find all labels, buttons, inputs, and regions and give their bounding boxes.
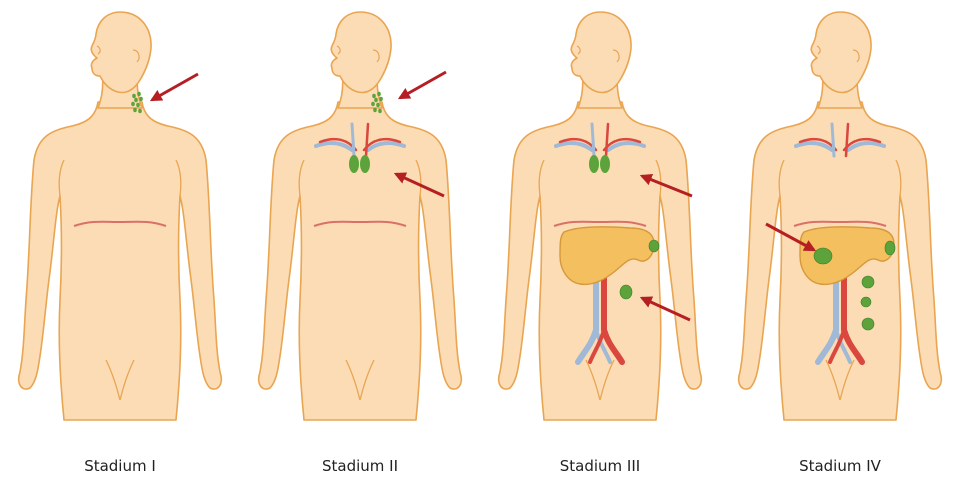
stage-2-figure	[240, 0, 480, 478]
lymph-node	[378, 109, 382, 113]
lymph-node	[137, 92, 141, 96]
stage-panel-1: Stadium I	[0, 0, 240, 478]
lymph-node	[862, 276, 874, 288]
stage-panel-4: Stadium IV	[720, 0, 960, 478]
stage-1-figure	[0, 0, 240, 478]
lymph-node	[136, 103, 140, 107]
lymph-node	[376, 103, 380, 107]
lymph-node	[131, 102, 135, 106]
lymph-node	[379, 97, 383, 101]
lymph-node	[862, 318, 874, 330]
lymph-node	[138, 109, 142, 113]
stage-panel-2: Stadium II	[240, 0, 480, 478]
stage-panel-3: Stadium III	[480, 0, 720, 478]
lymph-node	[360, 155, 370, 173]
bottom-fade	[0, 330, 240, 440]
stage-1-label: Stadium I	[0, 457, 240, 475]
lymph-node	[373, 108, 377, 112]
liver-lesion	[814, 248, 832, 264]
lymph-node	[139, 97, 143, 101]
bottom-fade	[240, 330, 480, 440]
lymph-node	[861, 297, 871, 307]
lymph-node	[132, 94, 136, 98]
liver-lesion	[885, 241, 895, 255]
stage-4-figure	[720, 0, 960, 478]
lymph-node	[589, 155, 599, 173]
stage-4-label: Stadium IV	[720, 457, 960, 475]
pointer-arrow	[152, 74, 198, 100]
lymph-node	[649, 240, 659, 252]
stage-2-label: Stadium II	[240, 457, 480, 475]
lymph-node	[600, 155, 610, 173]
lymph-node	[133, 108, 137, 112]
bottom-fade	[480, 330, 720, 440]
lymph-node	[134, 98, 138, 102]
stage-3-label: Stadium III	[480, 457, 720, 475]
bottom-fade	[720, 330, 960, 440]
stage-3-figure	[480, 0, 720, 478]
lymph-node	[377, 92, 381, 96]
lymph-node	[349, 155, 359, 173]
pointer-arrow	[400, 72, 446, 98]
lymph-node	[374, 98, 378, 102]
lymph-node	[371, 102, 375, 106]
lymph-node	[620, 285, 632, 299]
lymph-node	[372, 94, 376, 98]
